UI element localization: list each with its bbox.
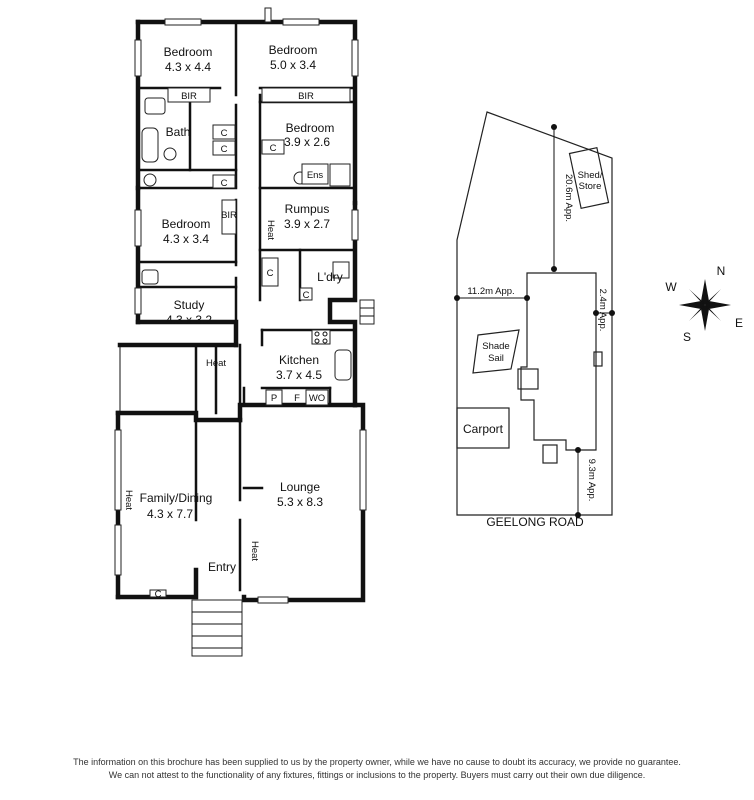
room-name: Entry: [208, 560, 236, 574]
shed-label-1: Shed/: [578, 170, 603, 181]
bir-label: BIR: [181, 91, 197, 102]
bir-label: BIR: [221, 210, 237, 221]
room-dims: 4.3 x 4.4: [165, 60, 211, 74]
heat-label: Heat: [123, 490, 134, 510]
heat-label: Heat: [265, 220, 276, 240]
room-dims: 3.9 x 2.7: [284, 217, 330, 231]
cupboard-label: C: [221, 144, 228, 155]
dim-side: 11.2m App.: [467, 286, 514, 297]
shade-sail-label-2: Sail: [488, 353, 504, 364]
compass-rose: N W S E: [665, 264, 743, 344]
room-name: Bedroom: [162, 217, 211, 231]
room-name: Family/Dining: [140, 491, 213, 505]
room-name: Bedroom: [269, 43, 318, 57]
cupboard-label: C: [221, 128, 228, 139]
heat-label: Heat: [249, 541, 260, 561]
compass-e: E: [735, 316, 743, 330]
room-dims: 3.7 x 4.5: [276, 368, 322, 382]
shed-label-2: Store: [579, 181, 602, 192]
room-name: Rumpus: [285, 202, 330, 216]
room-dims: 5.3 x 8.3: [277, 495, 323, 509]
cupboard-label: C: [270, 143, 277, 154]
site-plan: Shed/ Store Shade Sail Carport 20.6m App…: [454, 111, 615, 529]
fridge-label: F: [294, 393, 300, 404]
dim-rear: 20.6m App.: [563, 174, 574, 222]
room-name: Lounge: [280, 480, 320, 494]
fixtures: BIR BIR BIR C C C C C C C Ens H: [123, 87, 352, 600]
room-name: Bedroom: [286, 121, 335, 135]
road-label: GEELONG ROAD: [486, 515, 584, 529]
room-dims: 4.3 x 7.7: [147, 507, 193, 521]
heat-label: Heat: [206, 358, 226, 369]
compass-n: N: [717, 264, 726, 278]
cupboard-label: C: [303, 290, 310, 301]
dim-gap: 2.4m App.: [597, 289, 608, 332]
room-dims: 4.3 x 3.2: [166, 313, 212, 327]
compass-s: S: [683, 330, 691, 344]
disclaimer-line-1: The information on this brochure has bee…: [73, 757, 681, 767]
room-dims: 5.0 x 3.4: [270, 58, 316, 72]
bir-label: BIR: [298, 91, 314, 102]
compass-w: W: [665, 280, 677, 294]
room-dims: 4.3 x 3.4: [163, 232, 209, 246]
cupboard-label: C: [221, 178, 228, 189]
floor-plan: [115, 19, 366, 603]
shade-sail-label-1: Shade: [482, 341, 509, 352]
pantry-label: P: [271, 393, 277, 404]
room-name: L'dry: [317, 270, 343, 284]
carport-label: Carport: [463, 422, 504, 436]
ensuite-label: Ens: [307, 170, 324, 181]
disclaimer-line-2: We can not attest to the functionality o…: [108, 770, 646, 780]
cupboard-label: C: [267, 268, 274, 279]
cupboard-label: C: [155, 589, 162, 600]
room-name: Bath: [166, 125, 191, 139]
dim-front: 9.3m App.: [586, 459, 597, 502]
room-name: Bedroom: [164, 45, 213, 59]
room-name: Study: [174, 298, 205, 312]
wall-oven-label: WO: [309, 393, 325, 404]
steps: [191, 7, 375, 657]
room-labels: Bedroom 4.3 x 4.4 Bedroom 5.0 x 3.4 Bedr…: [140, 43, 343, 574]
room-dims: 3.9 x 2.6: [284, 135, 330, 149]
room-name: Kitchen: [279, 353, 319, 367]
windows: [114, 18, 367, 604]
